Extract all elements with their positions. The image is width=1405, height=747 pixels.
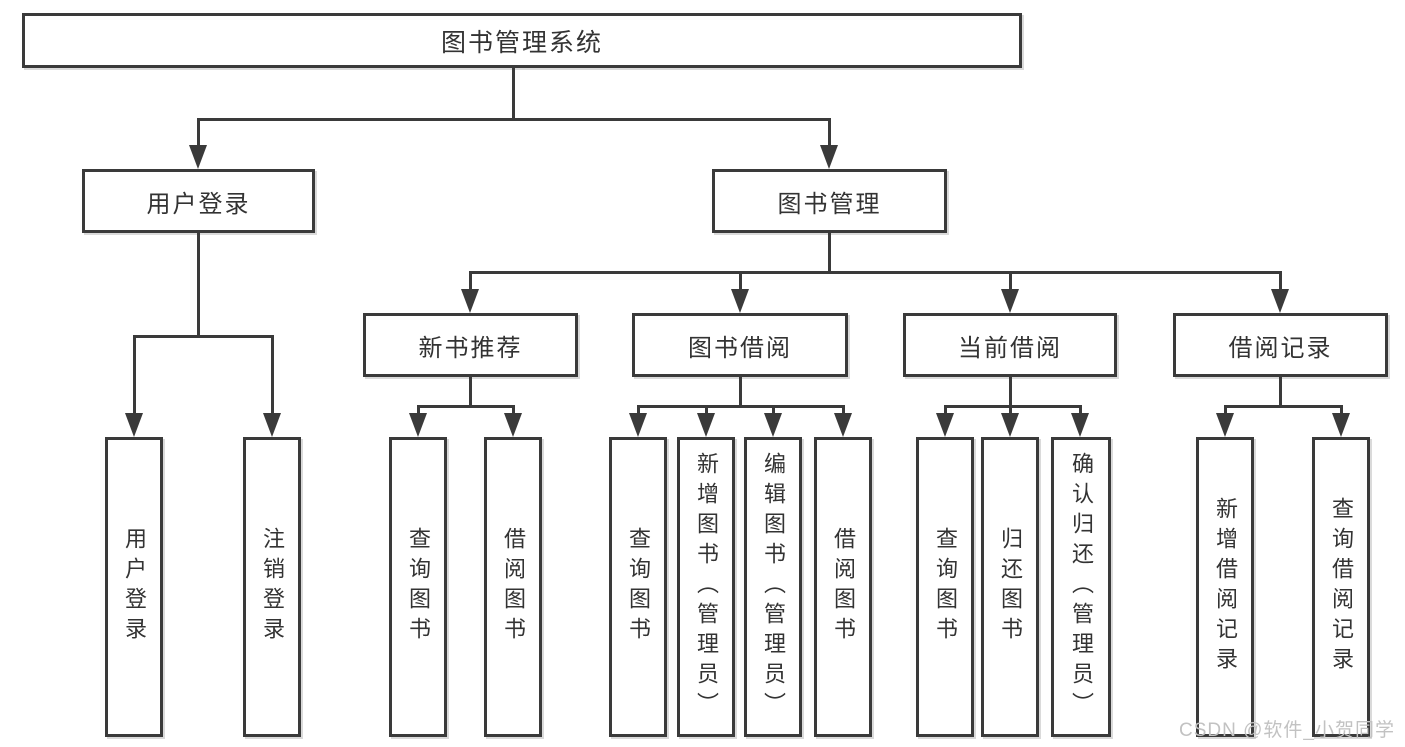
connector-branch	[1224, 405, 1343, 408]
arrow-down	[1216, 413, 1234, 437]
leaf-user-login: 用户登录	[105, 437, 163, 737]
connector-userlogin-stem	[197, 233, 200, 337]
connector-shaft	[1340, 405, 1343, 415]
connector-stem	[469, 377, 472, 407]
leaf-edit-books-admin: 编辑图书（管理员）	[744, 437, 802, 737]
leaf-label: 新增借阅记录	[1213, 497, 1238, 677]
connector-shaft	[197, 118, 200, 146]
leaf-return-books: 归还图书	[981, 437, 1039, 737]
arrow-down	[936, 413, 954, 437]
node-current-borrowing: 当前借阅	[903, 313, 1117, 377]
arrow-down	[731, 289, 749, 313]
leaf-borrow-books: 借阅图书	[814, 437, 872, 737]
arrow-down	[764, 413, 782, 437]
connector-branch	[417, 405, 515, 408]
connector-shaft	[469, 271, 472, 291]
leaf-query-borrow-record: 查询借阅记录	[1312, 437, 1370, 737]
node-borrowing-records: 借阅记录	[1173, 313, 1388, 377]
connector-shaft	[705, 405, 708, 415]
connector-shaft	[1224, 405, 1227, 415]
arrow-down	[629, 413, 647, 437]
leaf-label: 查询图书	[933, 527, 958, 647]
connector-stem	[1279, 377, 1282, 407]
leaf-query-books-borrow: 查询图书	[609, 437, 667, 737]
connector-shaft	[944, 405, 947, 415]
connector-shaft	[739, 271, 742, 291]
connector-shaft	[772, 405, 775, 415]
connector-level3-branch	[469, 271, 1282, 274]
node-book-management: 图书管理	[712, 169, 947, 233]
leaf-label: 确认归还（管理员）	[1069, 452, 1094, 722]
arrow-down	[189, 145, 207, 169]
node-library-system: 图书管理系统	[22, 13, 1022, 68]
connector-shaft	[828, 118, 831, 146]
leaf-label: 编辑图书（管理员）	[761, 452, 786, 722]
connector-shaft	[512, 405, 515, 415]
connector-shaft	[637, 405, 640, 415]
arrow-down	[263, 413, 281, 437]
leaf-label: 查询图书	[406, 527, 431, 647]
leaf-logout-login: 注销登录	[243, 437, 301, 737]
connector-stem	[1009, 377, 1012, 407]
leaf-label: 新增图书（管理员）	[694, 452, 719, 722]
leaf-query-books-recommend: 查询图书	[389, 437, 447, 737]
leaf-label: 查询借阅记录	[1329, 497, 1354, 677]
node-book-borrowing: 图书借阅	[632, 313, 848, 377]
leaf-label: 借阅图书	[501, 527, 526, 647]
csdn-watermark: CSDN @软件_小贺同学	[1179, 720, 1395, 741]
arrow-down	[834, 413, 852, 437]
leaf-label: 用户登录	[122, 527, 147, 647]
arrow-down	[409, 413, 427, 437]
connector-userlogin-branch	[133, 335, 274, 338]
arrow-down	[697, 413, 715, 437]
arrow-down	[461, 289, 479, 313]
arrow-down	[1001, 413, 1019, 437]
connector-branch	[637, 405, 845, 408]
connector-shaft	[1009, 271, 1012, 291]
connector-shaft	[1279, 271, 1282, 291]
leaf-label: 借阅图书	[831, 527, 856, 647]
node-new-book-recommend: 新书推荐	[363, 313, 578, 377]
node-user-login: 用户登录	[82, 169, 315, 233]
arrow-down	[504, 413, 522, 437]
arrow-down	[820, 145, 838, 169]
arrow-down	[1332, 413, 1350, 437]
connector-shaft	[1009, 405, 1012, 415]
connector-shaft	[133, 335, 136, 415]
leaf-borrow-books-recommend: 借阅图书	[484, 437, 542, 737]
leaf-label: 归还图书	[998, 527, 1023, 647]
connector-branch	[944, 405, 1082, 408]
connector-root-stem	[512, 68, 515, 120]
arrow-down	[125, 413, 143, 437]
arrow-down	[1271, 289, 1289, 313]
leaf-add-books-admin: 新增图书（管理员）	[677, 437, 735, 737]
connector-shaft	[1079, 405, 1082, 415]
arrow-down	[1071, 413, 1089, 437]
connector-level2-branch	[197, 118, 831, 121]
connector-stem	[739, 377, 742, 407]
leaf-label: 查询图书	[626, 527, 651, 647]
arrow-down	[1001, 289, 1019, 313]
leaf-query-books-current: 查询图书	[916, 437, 974, 737]
leaf-confirm-return-admin: 确认归还（管理员）	[1051, 437, 1111, 737]
leaf-add-borrow-record: 新增借阅记录	[1196, 437, 1254, 737]
connector-shaft	[842, 405, 845, 415]
leaf-label: 注销登录	[260, 527, 285, 647]
connector-shaft	[271, 335, 274, 415]
connector-bookmgmt-stem	[828, 233, 831, 273]
connector-shaft	[417, 405, 420, 415]
